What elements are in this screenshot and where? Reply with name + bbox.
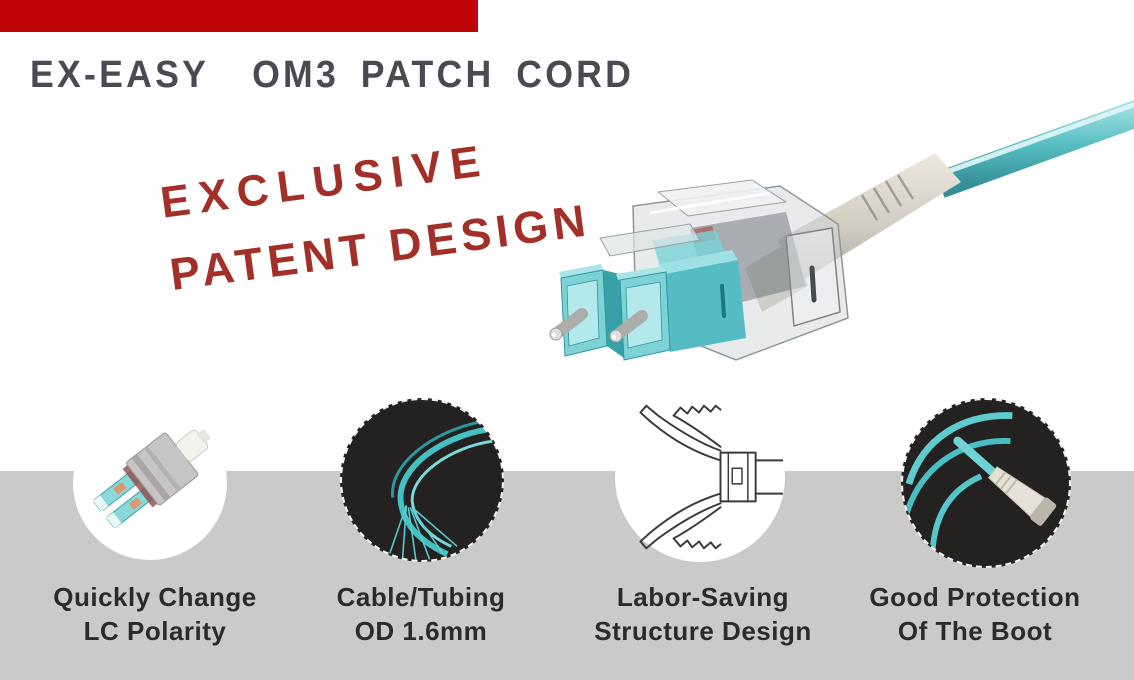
page-title: EX-EASY OM3 PATCH CORD [30, 52, 635, 95]
feature-disc-cable-od [340, 398, 504, 562]
aqua-fiber-cable-loop-photo [388, 410, 502, 560]
aqua-cable [935, 100, 1134, 198]
lc-plug-2-body [658, 250, 746, 352]
red-header-bar [0, 0, 478, 32]
tilted-duplex-lc-connector-photo [93, 428, 212, 529]
caption-line: OD 1.6mm [354, 616, 488, 646]
feature-disc-structure-design [615, 392, 785, 562]
tagline: EXCLUSIVE PATENT DESIGN [158, 127, 594, 300]
lever-arm [639, 404, 722, 462]
cable-boot-photo [903, 412, 1057, 561]
feature-disc-boot-protection [901, 398, 1071, 568]
feature-caption-cable-od: Cable/Tubing OD 1.6mm [261, 580, 581, 648]
caption-line: Quickly Change [53, 582, 257, 612]
caption-line: Cable/Tubing [336, 582, 506, 612]
feature-caption-lc-polarity: Quickly Change LC Polarity [0, 580, 315, 648]
clear-arm [599, 223, 701, 257]
patent-structure-line-drawing [639, 404, 783, 550]
lc-plug-1 [549, 264, 624, 358]
feature-disc-lc-polarity [73, 406, 227, 560]
lc-plug-2 [609, 266, 671, 361]
caption-line: Of The Boot [897, 616, 1053, 646]
feature-caption-boot-protection: Good Protection Of The Boot [815, 580, 1134, 648]
cable-into-boot [953, 436, 998, 477]
white-boot [987, 466, 1057, 526]
caption-line: Good Protection [869, 582, 1081, 612]
caption-line: LC Polarity [83, 616, 227, 646]
hero-product-image [540, 88, 1134, 398]
duplex-lc-connector-render [549, 100, 1134, 361]
feature-caption-structure-design: Labor-Saving Structure Design [543, 580, 863, 648]
caption-line: Labor-Saving [616, 582, 790, 612]
caption-line: Structure Design [594, 616, 812, 646]
fiber-fan [388, 505, 458, 560]
